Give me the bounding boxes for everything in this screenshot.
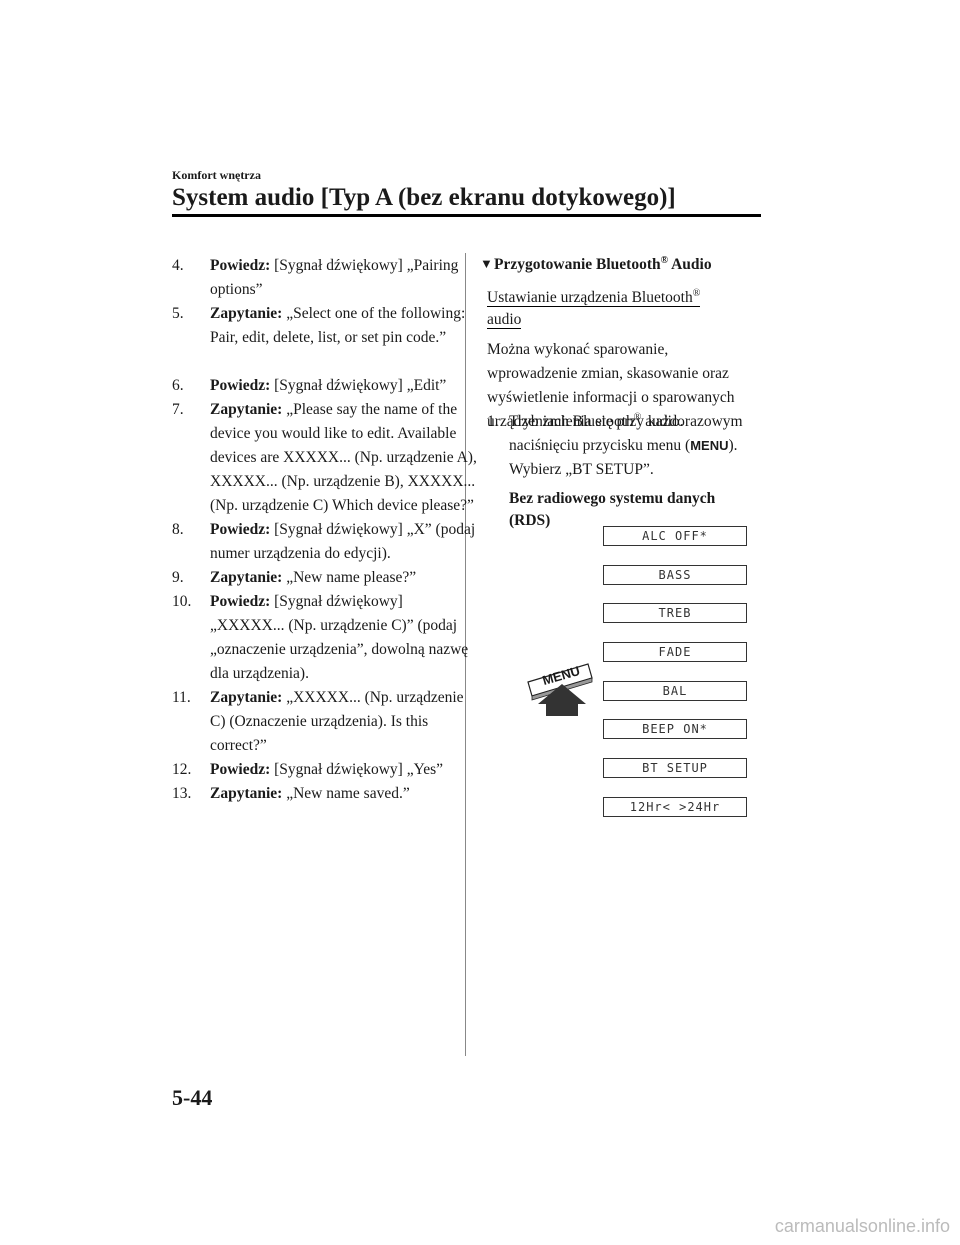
menu-button: MENU xyxy=(522,660,594,720)
lcd-bass: BASS xyxy=(603,565,747,585)
step-text: [Sygnał dźwiękowy] „X” (podaj numer urzą… xyxy=(210,521,476,562)
step-label: Powiedz: xyxy=(210,521,271,538)
intro-paragraph: Można wykonać sparowanie, wprowadzenie z… xyxy=(487,338,757,434)
step-number: 7. xyxy=(172,401,184,418)
step-number: 9. xyxy=(172,569,184,586)
registered-mark: ® xyxy=(660,254,669,266)
step-text: [Sygnał dźwiękowy] „Yes” xyxy=(270,761,444,778)
step-number: 6. xyxy=(172,377,184,394)
step-text: [Sygnał dźwiękowy] „Pairing options” xyxy=(210,257,459,298)
step-body: Powiedz: [Sygnał dźwiękowy] „X” (podaj n… xyxy=(210,518,480,566)
step-text: „New name saved.” xyxy=(282,785,410,802)
step-body: Zapytanie: „XXXXX... (Np. urządzenie C) … xyxy=(210,686,480,758)
step-number: 13. xyxy=(172,785,192,802)
lcd-bal: BAL xyxy=(603,681,747,701)
step-label: Powiedz: xyxy=(210,593,271,610)
section-label: Komfort wnętrza xyxy=(172,168,261,182)
heading-suffix: audio xyxy=(487,311,522,329)
step-body: Powiedz: [Sygnał dźwiękowy] „Yes” xyxy=(210,758,480,782)
paragraph-suffix: audio. xyxy=(641,413,684,430)
step-label: Powiedz: xyxy=(210,377,271,394)
step-number: 5. xyxy=(172,305,184,322)
step-body: Tryb zmienia się przy każdorazowym naciś… xyxy=(509,410,769,482)
step-number: 11. xyxy=(172,689,191,706)
step-label: Zapytanie: xyxy=(210,689,283,706)
step-text: [Sygnał dźwiękowy] „XXXXX... (Np. urządz… xyxy=(210,593,469,682)
step-body: Zapytanie: „New name saved.” xyxy=(210,782,480,806)
underlined-heading: Ustawianie urządzenia Bluetooth® audio xyxy=(487,287,727,331)
step-label: Powiedz: xyxy=(210,257,271,274)
registered-mark: ® xyxy=(692,287,701,299)
registered-mark: ® xyxy=(633,411,642,423)
step-text: „Please say the name of the device you w… xyxy=(210,401,477,514)
watermark: carmanualsonline.info xyxy=(774,1216,950,1236)
step-body: Zapytanie: „Select one of the following:… xyxy=(210,302,480,350)
lcd-bt-setup: BT SETUP xyxy=(603,758,747,778)
step-text-close: ). xyxy=(728,437,738,454)
step-label: Zapytanie: xyxy=(210,401,283,418)
step-text: „Select one of the following: Pair, edit… xyxy=(210,305,466,346)
subheading-text: Przygotowanie Bluetooth xyxy=(494,256,661,273)
lcd-treb: TREB xyxy=(603,603,747,623)
lcd-12hr-24hr: 12Hr< >24Hr xyxy=(603,797,747,817)
step-number: 1. xyxy=(487,413,499,430)
rds-label: Bez radiowego systemu danych (RDS) xyxy=(509,490,716,529)
step-number: 12. xyxy=(172,761,192,778)
step-label: Zapytanie: xyxy=(210,569,283,586)
step-body: Zapytanie: „New name please?” xyxy=(210,566,480,590)
menu-press-arrow-icon xyxy=(527,663,593,716)
menu-inline-label: MENU xyxy=(690,438,729,453)
lcd-alc-off: ALC OFF* xyxy=(603,526,747,546)
step-text: „XXXXX... (Np. urządzenie C) (Oznaczenie… xyxy=(210,689,464,754)
step-text-2: Wybierz „BT SETUP”. xyxy=(509,461,654,478)
paragraph-text: Można wykonać sparowanie, wprowadzenie z… xyxy=(487,341,735,430)
step-label: Zapytanie: xyxy=(210,305,283,322)
heading-text: Ustawianie urządzenia Bluetooth xyxy=(487,289,693,307)
lcd-beep-on: BEEP ON* xyxy=(603,719,747,739)
triangle-marker-icon: ▼ xyxy=(480,256,493,271)
step-text: „New name please?” xyxy=(282,569,417,586)
step-body: Zapytanie: „Please say the name of the d… xyxy=(210,398,480,518)
step-text: Tryb zmienia się przy każdorazowym naciś… xyxy=(509,413,743,454)
page-number: 5-44 xyxy=(172,1085,213,1110)
section-subheading: Przygotowanie Bluetooth® Audio xyxy=(494,254,712,274)
step-label: Zapytanie: xyxy=(210,785,283,802)
step-number: 8. xyxy=(172,521,184,538)
subheading-suffix: Audio xyxy=(668,256,712,273)
step-text: [Sygnał dźwiękowy] „Edit” xyxy=(270,377,447,394)
lcd-fade: FADE xyxy=(603,642,747,662)
column-divider xyxy=(465,253,466,1056)
step-body: Powiedz: [Sygnał dźwiękowy] „Edit” xyxy=(210,374,480,398)
page-title: System audio [Typ A (bez ekranu dotykowe… xyxy=(172,184,676,211)
step-body: Powiedz: [Sygnał dźwiękowy] „XXXXX... (N… xyxy=(210,590,480,686)
step-label: Powiedz: xyxy=(210,761,271,778)
step-number: 4. xyxy=(172,257,184,274)
step-number: 10. xyxy=(172,593,192,610)
title-rule xyxy=(172,214,761,217)
step-body: Powiedz: [Sygnał dźwiękowy] „Pairing opt… xyxy=(210,254,480,302)
